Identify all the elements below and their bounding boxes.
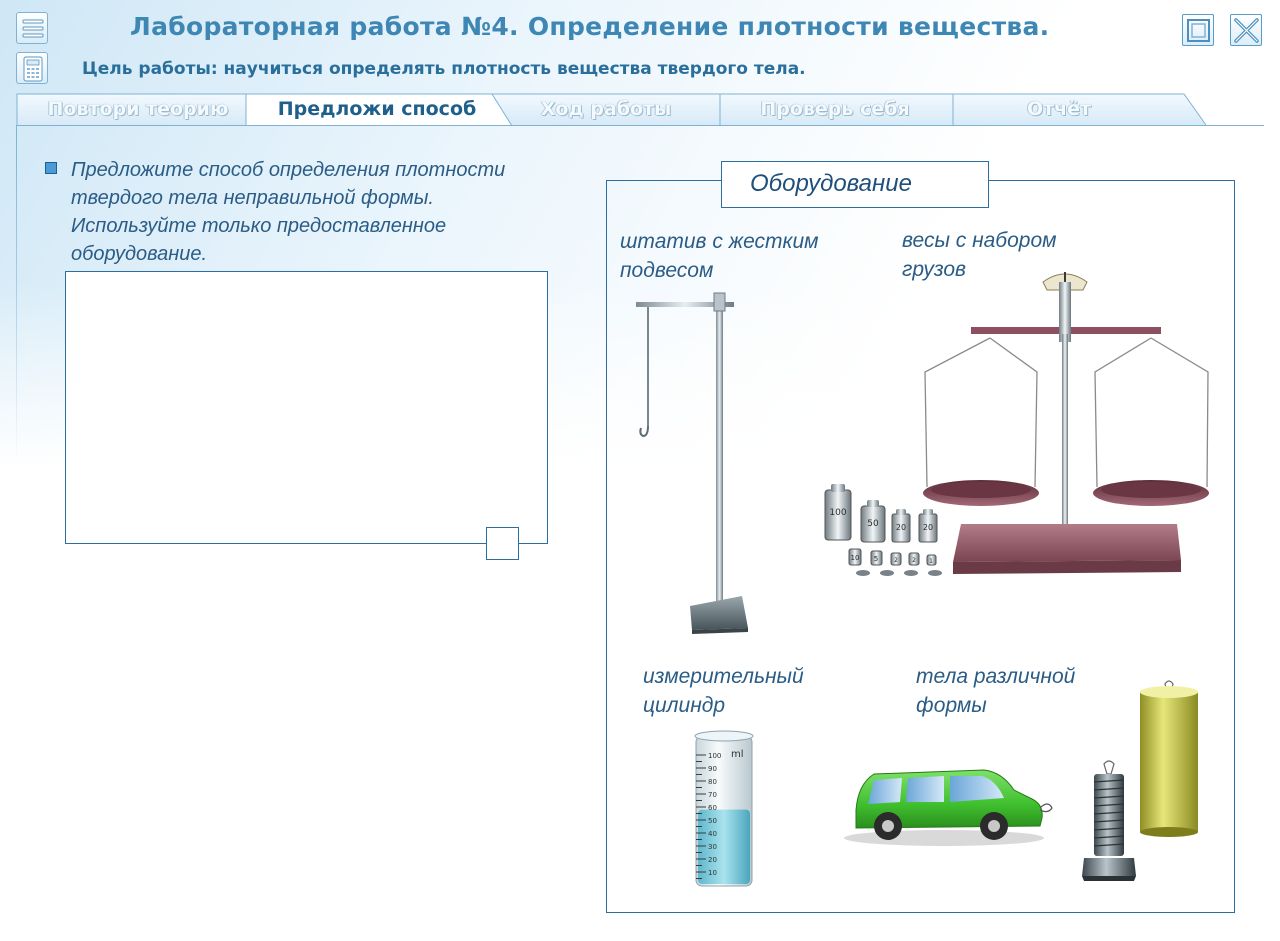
answer-resize-button[interactable]	[486, 527, 519, 560]
cyl-tick-10: 10	[708, 869, 717, 877]
weight-label-10: 10	[851, 554, 860, 562]
cyl-tick-20: 20	[708, 856, 717, 864]
weight-label-5: 5	[874, 555, 878, 563]
weight-label-2a: 2	[894, 557, 898, 564]
weight-label-2b: 2	[912, 557, 916, 564]
tab-strip	[16, 93, 1207, 127]
weight-label-1: 1	[929, 558, 933, 565]
cylinder-water	[698, 809, 750, 884]
weight-label-50: 50	[867, 519, 879, 529]
menu-button[interactable]	[16, 12, 48, 44]
cyl-tick-30: 30	[708, 843, 717, 851]
page-subtitle: Цель работы: научиться определять плотно…	[82, 59, 806, 79]
cyl-tick-60: 60	[708, 804, 717, 812]
task-text: Предложите способ определения плотности …	[71, 159, 506, 265]
close-icon	[1234, 18, 1259, 43]
cyl-tick-40: 40	[708, 830, 717, 838]
stand-illustration[interactable]	[630, 290, 760, 635]
tab-propose-method[interactable]: Предложи способ	[277, 98, 477, 120]
calculator-icon	[23, 56, 43, 82]
cyl-tick-70: 70	[708, 791, 717, 799]
bodies-label: тела различной формы	[916, 665, 1076, 717]
calculator-button[interactable]	[16, 52, 48, 84]
tab-theory[interactable]: Повтори теорию	[47, 98, 229, 120]
car-body-illustration[interactable]	[834, 764, 1056, 848]
cylinder-body-illustration[interactable]	[1136, 680, 1202, 838]
cyl-tick-100: 100	[708, 752, 721, 760]
maximize-icon	[1187, 19, 1210, 42]
cyl-tick-50: 50	[708, 817, 717, 825]
stand-label: штатив с жестким подвесом	[620, 230, 819, 282]
cyl-tick-80: 80	[708, 778, 717, 786]
weight-label-20a: 20	[896, 523, 906, 532]
menu-icon	[22, 19, 44, 38]
scales-illustration[interactable]: 100 50 20 20 10 5 2 2 1	[815, 262, 1220, 587]
measuring-cylinder-illustration[interactable]: 100 90 80 70 60 50 40 30 20 10 ml	[688, 728, 760, 894]
cyl-tick-90: 90	[708, 765, 717, 773]
answer-input[interactable]	[65, 271, 548, 544]
close-button[interactable]	[1230, 14, 1262, 46]
tab-procedure[interactable]: Ход работы	[540, 98, 672, 120]
tab-report[interactable]: Отчёт	[1026, 98, 1092, 120]
weights-set: 100 50 20 20 10 5 2 2 1	[824, 484, 942, 576]
cylinder-unit: ml	[731, 749, 744, 760]
content-left-edge	[16, 125, 17, 465]
tab-self-check[interactable]: Проверь себя	[760, 98, 910, 120]
scales-label: весы с набором грузов	[902, 229, 1057, 281]
maximize-button[interactable]	[1182, 14, 1214, 46]
equipment-title: Оборудование	[750, 170, 912, 197]
equipment-title-box	[721, 161, 989, 208]
tab-baseline	[16, 125, 1264, 126]
bolt-body-illustration[interactable]	[1078, 760, 1140, 884]
page-title: Лабораторная работа №4. Определение плот…	[130, 12, 1050, 41]
weight-label-100: 100	[829, 508, 846, 518]
task-bullet	[45, 162, 57, 174]
weight-label-20b: 20	[923, 523, 933, 532]
cylinder-label: измерительный цилиндр	[643, 665, 804, 717]
